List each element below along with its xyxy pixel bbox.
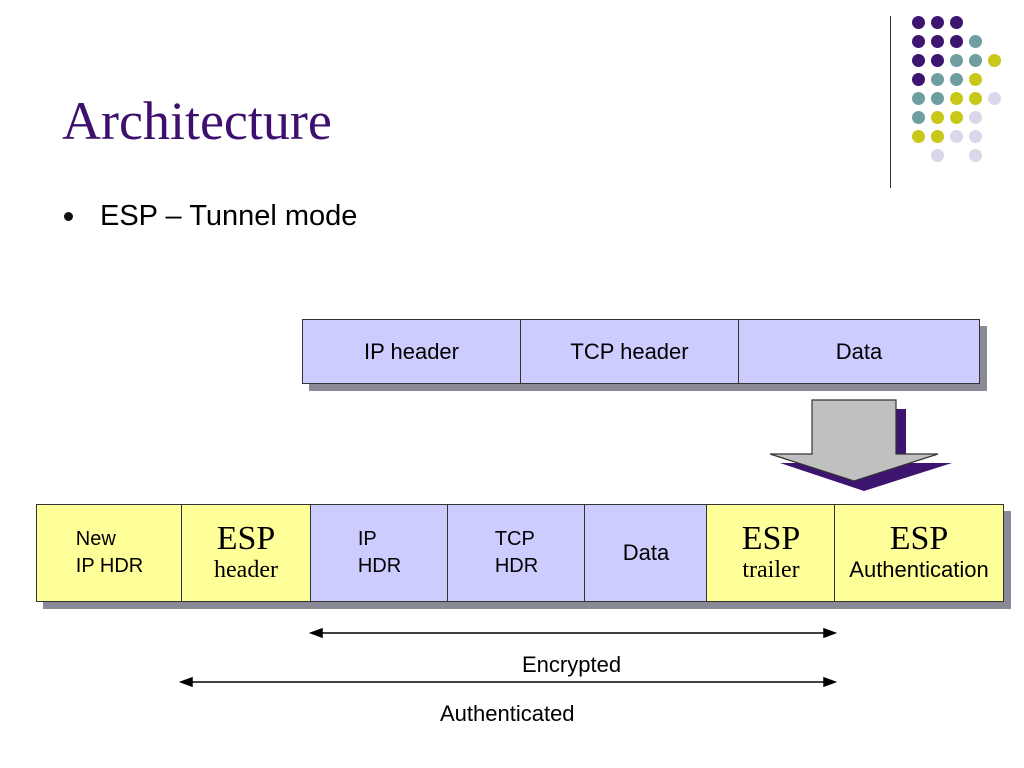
dot [931, 54, 944, 67]
dot [912, 73, 925, 86]
dot [931, 111, 944, 124]
esp-trailer-title: ESP [741, 520, 801, 557]
dot [912, 130, 925, 143]
dot [969, 130, 982, 143]
dot [950, 54, 963, 67]
dot [931, 92, 944, 105]
dot [969, 35, 982, 48]
dot [912, 16, 925, 29]
inner-ip-hdr-line2: HDR [357, 555, 402, 577]
bullet-dot-icon [64, 212, 73, 221]
encrypted-label: Encrypted [522, 652, 622, 677]
dot [950, 92, 963, 105]
dot [931, 73, 944, 86]
dot [912, 54, 925, 67]
esp-header-subtitle: header [214, 557, 278, 583]
new-ip-hdr-line2: IP HDR [75, 555, 144, 577]
inner-ip-hdr-cell: IP HDR [310, 504, 449, 602]
dot [950, 73, 963, 86]
dot [912, 92, 925, 105]
new-ip-hdr-line1: New [75, 528, 116, 550]
dot [950, 35, 963, 48]
decorative-divider [890, 16, 891, 188]
authenticated-label: Authenticated [440, 701, 575, 726]
dot [912, 111, 925, 124]
dot [950, 130, 963, 143]
original-tcp-header-cell: TCP header [520, 319, 739, 384]
esp-auth-title: ESP [889, 520, 949, 557]
inner-tcp-hdr-line1: TCP [494, 528, 535, 550]
dot [950, 111, 963, 124]
dot [969, 111, 982, 124]
original-data-cell: Data [738, 319, 980, 384]
dot [950, 16, 963, 29]
dot [969, 149, 982, 162]
dot [988, 54, 1001, 67]
bullet-item: ESP – Tunnel mode [64, 200, 357, 233]
inner-data-cell: Data [584, 504, 708, 602]
dot [969, 54, 982, 67]
encrypted-range-arrow [308, 627, 838, 639]
authenticated-range-arrow [178, 676, 838, 688]
dot [931, 149, 944, 162]
slide-title: Architecture [62, 91, 332, 151]
dot [969, 92, 982, 105]
dot [931, 130, 944, 143]
esp-trailer-cell: ESP trailer [706, 504, 836, 602]
dot [912, 35, 925, 48]
esp-auth-cell: ESP Authentication [834, 504, 1004, 602]
esp-header-cell: ESP header [181, 504, 311, 602]
inner-ip-hdr-line1: IP [357, 528, 377, 550]
original-ip-header-cell: IP header [302, 319, 521, 384]
esp-auth-subtitle: Authentication [849, 557, 989, 582]
bullet-text: ESP – Tunnel mode [100, 200, 358, 232]
down-arrow-icon [769, 399, 952, 491]
dot [931, 35, 944, 48]
dot [931, 16, 944, 29]
esp-header-title: ESP [216, 520, 276, 557]
dot [988, 92, 1001, 105]
dot [969, 73, 982, 86]
inner-tcp-hdr-line2: HDR [494, 555, 539, 577]
new-ip-hdr-cell: New IP HDR [36, 504, 183, 602]
inner-tcp-hdr-cell: TCP HDR [447, 504, 586, 602]
esp-trailer-subtitle: trailer [742, 557, 800, 583]
